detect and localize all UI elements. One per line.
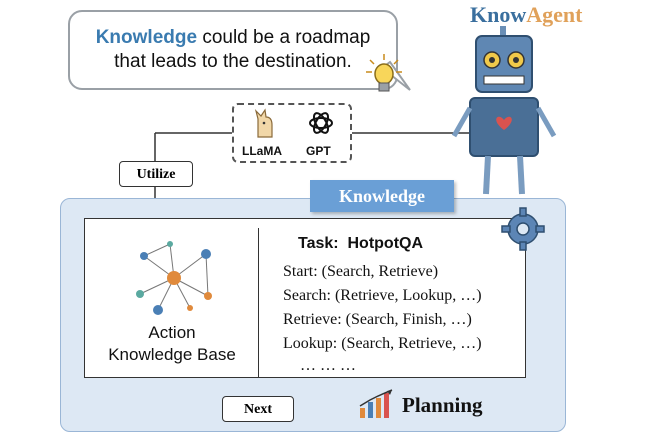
brand-title: KnowAgent: [470, 2, 582, 28]
knowledge-divider: [258, 228, 259, 378]
llama-icon: [254, 108, 273, 138]
rule-ellipsis: … … …: [300, 357, 356, 374]
knowledge-tab: Knowledge: [310, 180, 454, 212]
rule-line: Search: (Retrieve, Lookup, …): [283, 287, 482, 304]
brand-agent: Agent: [526, 2, 583, 27]
task-label: Task:: [298, 235, 339, 252]
akb-line1: Action: [148, 323, 196, 342]
keyword-knowledge: Knowledge: [95, 27, 198, 48]
knowledge-document: [84, 218, 526, 378]
model-gpt-label: GPT: [306, 144, 331, 158]
rule-line: Start: (Search, Retrieve): [283, 263, 439, 280]
robot-illustration: [451, 26, 557, 195]
openai-icon: [309, 112, 333, 134]
speech-line1-rest: could be a roadmap: [197, 27, 371, 48]
rule-line: Lookup: (Search, Retrieve, …): [283, 335, 482, 352]
task-name: HotpotQA: [347, 235, 424, 252]
planning-label: Planning: [402, 393, 483, 417]
utilize-label: Utilize: [119, 161, 193, 187]
task-heading: Task: HotpotQA: [298, 235, 423, 253]
akb-line2: Knowledge Base: [108, 345, 236, 364]
next-label: Next: [222, 396, 294, 422]
bar-chart-icon: [359, 389, 393, 418]
brand-know: Know: [470, 2, 527, 27]
action-knowledge-base-title: Action Knowledge Base: [88, 322, 256, 366]
speech-bubble-text: Knowledge could be a roadmap that leads …: [78, 26, 388, 74]
speech-line2: that leads to the destination.: [114, 51, 352, 72]
model-llama-label: LLaMA: [242, 144, 282, 158]
lightbulb-icon: [366, 54, 402, 92]
speech-bubble: [68, 10, 398, 90]
gear-icon: [501, 207, 545, 251]
llm-models-box: [232, 103, 352, 163]
knowledge-graph-icon: [136, 241, 212, 315]
rule-line: Retrieve: (Search, Finish, …): [283, 311, 472, 328]
